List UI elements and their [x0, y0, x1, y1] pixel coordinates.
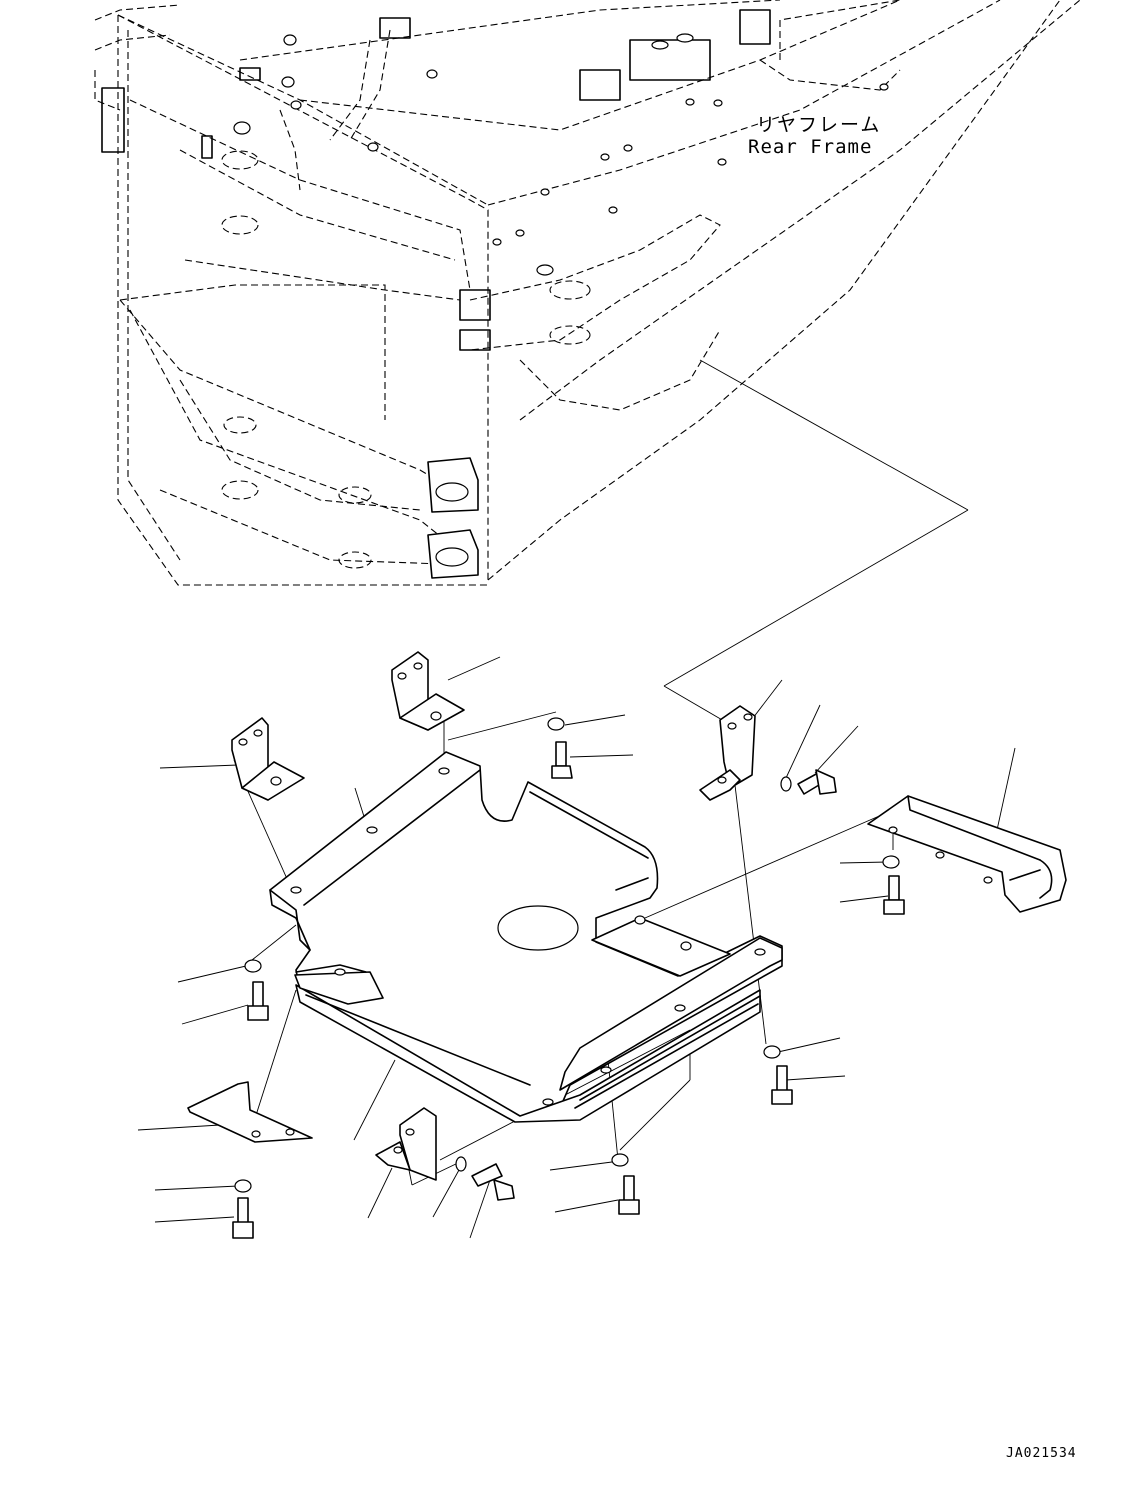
bolt: [619, 1176, 639, 1214]
bracket-right: [700, 706, 755, 800]
bolt: [248, 982, 268, 1020]
bolt: [772, 1066, 792, 1104]
frame-lug-brackets: [428, 458, 478, 578]
bolts: [233, 742, 904, 1238]
rear-frame-label-jp: リヤフレーム: [756, 114, 882, 136]
bolt: [233, 1198, 253, 1238]
bolt: [798, 770, 836, 794]
washers: [235, 718, 899, 1192]
rear-frame-label-en: Rear Frame: [748, 136, 873, 158]
under-cover-plate: [270, 752, 782, 1122]
plate-lower-left: [188, 1082, 312, 1142]
bracket-upper-center: [392, 652, 464, 730]
rear-frame-phantom: [95, 0, 1080, 585]
side-cover-right: [868, 796, 1066, 912]
bracket-lower-center: [376, 1108, 436, 1180]
bolt: [552, 742, 572, 778]
bolt: [472, 1164, 514, 1200]
bolt: [884, 876, 904, 914]
frame-fasteners: [102, 10, 888, 350]
bracket-upper-left: [232, 718, 304, 800]
document-code: JA021534: [1006, 1446, 1077, 1461]
